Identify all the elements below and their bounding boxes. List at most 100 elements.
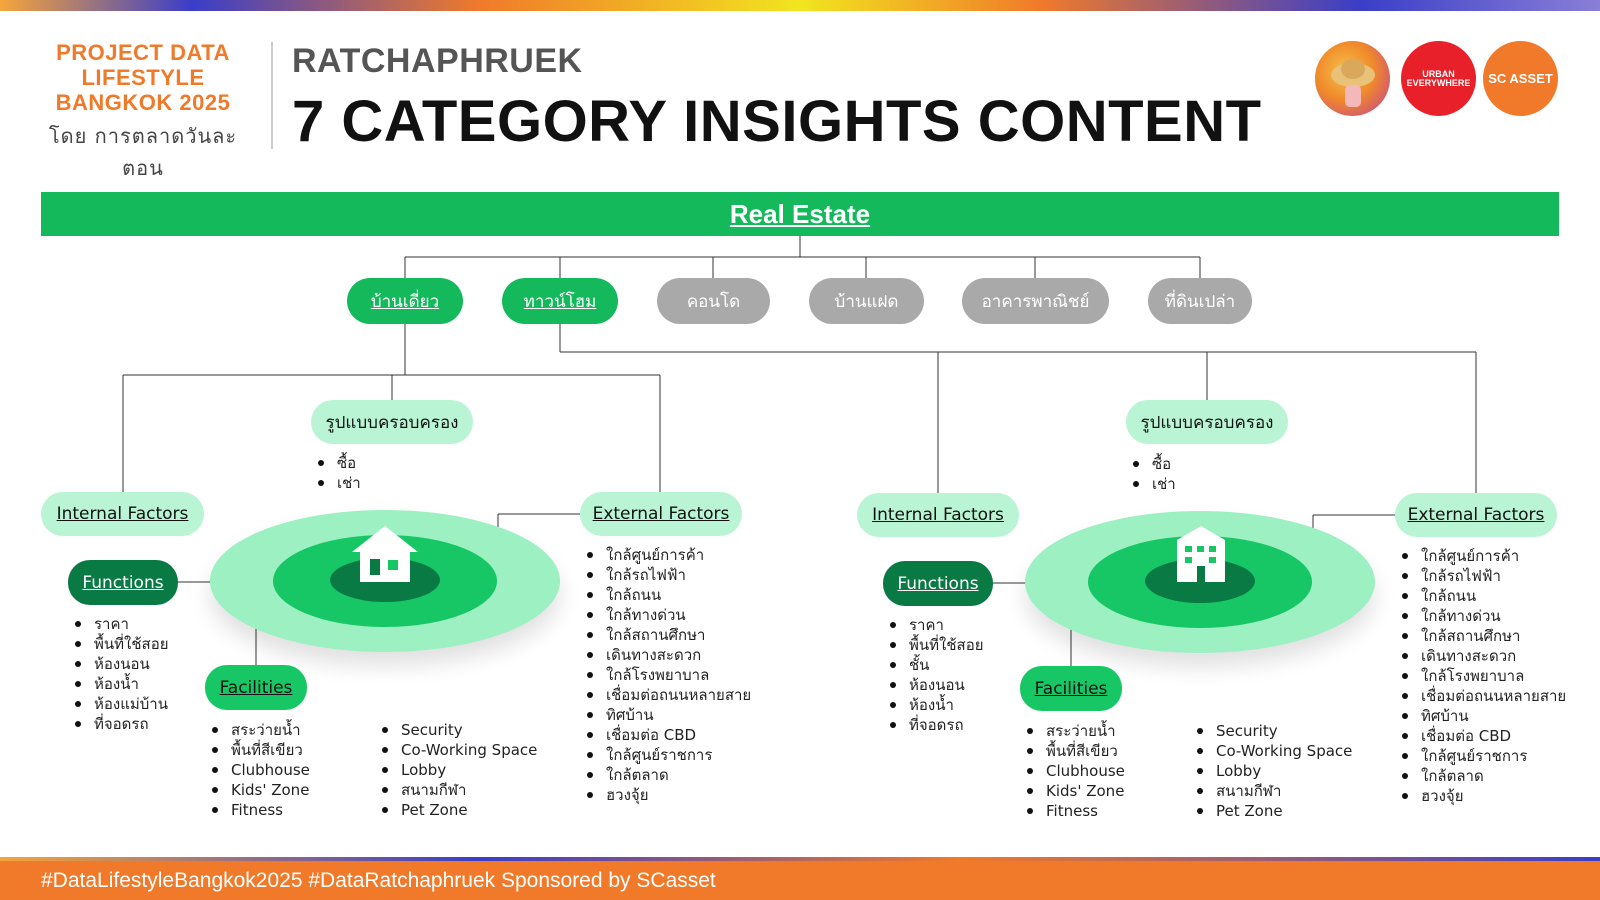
- ownership-label-right: รูปแบบครอบครอง: [1126, 400, 1288, 444]
- list-item: เชื่อมต่อถนนหลายสาย: [1399, 686, 1566, 706]
- category-commercial-building[interactable]: อาคารพาณิชย์: [962, 278, 1109, 324]
- list-item: ใกล้ศูนย์ราชการ: [584, 745, 751, 765]
- list-item: ฮวงจุ้ย: [584, 785, 751, 805]
- list-item: Kids' Zone: [1024, 781, 1125, 801]
- list-item: Co-Working Space: [379, 740, 537, 760]
- list-item: สนามกีฬา: [379, 780, 537, 800]
- list-item: Clubhouse: [1024, 761, 1125, 781]
- list-item: ใกล้ทางด่วน: [584, 605, 751, 625]
- page-title: 7 CATEGORY INSIGHTS CONTENT: [292, 89, 1262, 154]
- list-item: พื้นที่ใช้สอย: [887, 635, 984, 655]
- footer-hashtags: #DataLifestyleBangkok2025 #DataRatchaphr…: [0, 861, 1600, 900]
- brand-line-3: BANGKOK 2025: [55, 90, 231, 115]
- list-item: ซื้อ: [1130, 454, 1176, 474]
- category-condo[interactable]: คอนโด: [657, 278, 770, 324]
- list-item: พื้นที่สีเขียว: [1024, 741, 1125, 761]
- list-item: ห้องน้ำ: [72, 674, 169, 694]
- list-item: เชื่อมต่อ CBD: [584, 725, 751, 745]
- list-item: พื้นที่สีเขียว: [209, 740, 310, 760]
- list-item: ใกล้ถนน: [1399, 586, 1566, 606]
- brand-line-1: PROJECT DATA: [56, 40, 230, 65]
- ownership-label-left: รูปแบบครอบครอง: [311, 400, 473, 444]
- list-item: Co-Working Space: [1194, 741, 1352, 761]
- list-item: เชื่อมต่อถนนหลายสาย: [584, 685, 751, 705]
- facilities-list-left-col1: สระว่ายน้ำ พื้นที่สีเขียว Clubhouse Kids…: [209, 720, 310, 820]
- list-item: ใกล้โรงพยาบาล: [1399, 666, 1566, 686]
- functions-label-left[interactable]: Functions: [68, 560, 178, 605]
- top-gradient-bar: [0, 0, 1600, 11]
- list-item: ใกล้รถไฟฟ้า: [584, 565, 751, 585]
- facilities-list-right-col2: Security Co-Working Space Lobby สนามกีฬา…: [1194, 721, 1352, 821]
- list-item: Fitness: [209, 800, 310, 820]
- townhouse-icon: [1177, 526, 1225, 582]
- list-item: ราคา: [887, 615, 984, 635]
- list-item: Clubhouse: [209, 760, 310, 780]
- list-item: ห้องนอน: [72, 654, 169, 674]
- external-factors-right[interactable]: External Factors: [1395, 493, 1557, 537]
- list-item: ห้องนอน: [887, 675, 984, 695]
- ownership-list-right: ซื้อ เช่า: [1130, 454, 1176, 494]
- list-item: Pet Zone: [1194, 801, 1352, 821]
- list-item: สนามกีฬา: [1194, 781, 1352, 801]
- list-item: เชื่อมต่อ CBD: [1399, 726, 1566, 746]
- list-item: Lobby: [1194, 761, 1352, 781]
- external-list-left: ใกล้ศูนย์การค้า ใกล้รถไฟฟ้า ใกล้ถนน ใกล้…: [584, 545, 751, 805]
- facilities-list-right-col1: สระว่ายน้ำ พื้นที่สีเขียว Clubhouse Kids…: [1024, 721, 1125, 821]
- list-item: ใกล้ศูนย์การค้า: [1399, 546, 1566, 566]
- list-item: สระว่ายน้ำ: [1024, 721, 1125, 741]
- list-item: ห้องน้ำ: [887, 695, 984, 715]
- list-item: ใกล้ทางด่วน: [1399, 606, 1566, 626]
- category-vacant-land[interactable]: ที่ดินเปล่า: [1148, 278, 1252, 324]
- list-item: ใกล้ศูนย์ราชการ: [1399, 746, 1566, 766]
- functions-list-right: ราคา พื้นที่ใช้สอย ชั้น ห้องนอน ห้องน้ำ …: [887, 615, 984, 735]
- ownership-list-left: ซื้อ เช่า: [315, 453, 361, 493]
- list-item: ใกล้สถานศึกษา: [584, 625, 751, 645]
- list-item: ห้องแม่บ้าน: [72, 694, 169, 714]
- internal-factors-right[interactable]: Internal Factors: [857, 493, 1019, 537]
- functions-label-right[interactable]: Functions: [883, 561, 993, 606]
- urban-everywhere-logo: URBAN EVERYWHERE: [1401, 41, 1476, 116]
- list-item: Security: [1194, 721, 1352, 741]
- list-item: สระว่ายน้ำ: [209, 720, 310, 740]
- facilities-label-left[interactable]: Facilities: [205, 665, 307, 710]
- list-item: ใกล้สถานศึกษา: [1399, 626, 1566, 646]
- list-item: ฮวงจุ้ย: [1399, 786, 1566, 806]
- list-item: ที่จอดรถ: [887, 715, 984, 735]
- list-item: ที่จอดรถ: [72, 714, 169, 734]
- list-item: ใกล้โรงพยาบาล: [584, 665, 751, 685]
- list-item: Kids' Zone: [209, 780, 310, 800]
- list-item: Fitness: [1024, 801, 1125, 821]
- list-item: ทิศบ้าน: [1399, 706, 1566, 726]
- category-single-house[interactable]: บ้านเดี่ยว: [347, 278, 463, 324]
- house-icon: [352, 526, 418, 582]
- list-item: ราคา: [72, 614, 169, 634]
- sc-asset-logo: SC ASSET: [1483, 41, 1558, 116]
- page-subtitle: RATCHAPHRUEK: [292, 42, 583, 80]
- list-item: เช่า: [1130, 474, 1176, 494]
- header-divider: [271, 42, 273, 149]
- external-factors-left[interactable]: External Factors: [580, 492, 742, 536]
- list-item: พื้นที่ใช้สอย: [72, 634, 169, 654]
- internal-factors-left[interactable]: Internal Factors: [41, 492, 204, 536]
- list-item: ทิศบ้าน: [584, 705, 751, 725]
- category-twin-house[interactable]: บ้านแฝด: [809, 278, 924, 324]
- brand-title: PROJECT DATA LIFESTYLE BANGKOK 2025: [38, 40, 248, 115]
- brand-subtitle: โดย การตลาดวันละตอน: [48, 124, 238, 180]
- list-item: ใกล้ศูนย์การค้า: [584, 545, 751, 565]
- brand-line-2: LIFESTYLE: [81, 65, 205, 90]
- list-item: ใกล้รถไฟฟ้า: [1399, 566, 1566, 586]
- external-list-right: ใกล้ศูนย์การค้า ใกล้รถไฟฟ้า ใกล้ถนน ใกล้…: [1399, 546, 1566, 806]
- real-estate-root: Real Estate: [41, 192, 1559, 236]
- list-item: ใกล้ตลาด: [1399, 766, 1566, 786]
- list-item: เช่า: [315, 473, 361, 493]
- list-item: Pet Zone: [379, 800, 537, 820]
- functions-list-left: ราคา พื้นที่ใช้สอย ห้องนอน ห้องน้ำ ห้องแ…: [72, 614, 169, 734]
- list-item: ใกล้ตลาด: [584, 765, 751, 785]
- list-item: Security: [379, 720, 537, 740]
- list-item: ใกล้ถนน: [584, 585, 751, 605]
- footer-gradient-stripe: [0, 857, 1600, 861]
- list-item: Lobby: [379, 760, 537, 780]
- category-townhome[interactable]: ทาวน์โฮม: [502, 278, 618, 324]
- facilities-label-right[interactable]: Facilities: [1020, 666, 1122, 711]
